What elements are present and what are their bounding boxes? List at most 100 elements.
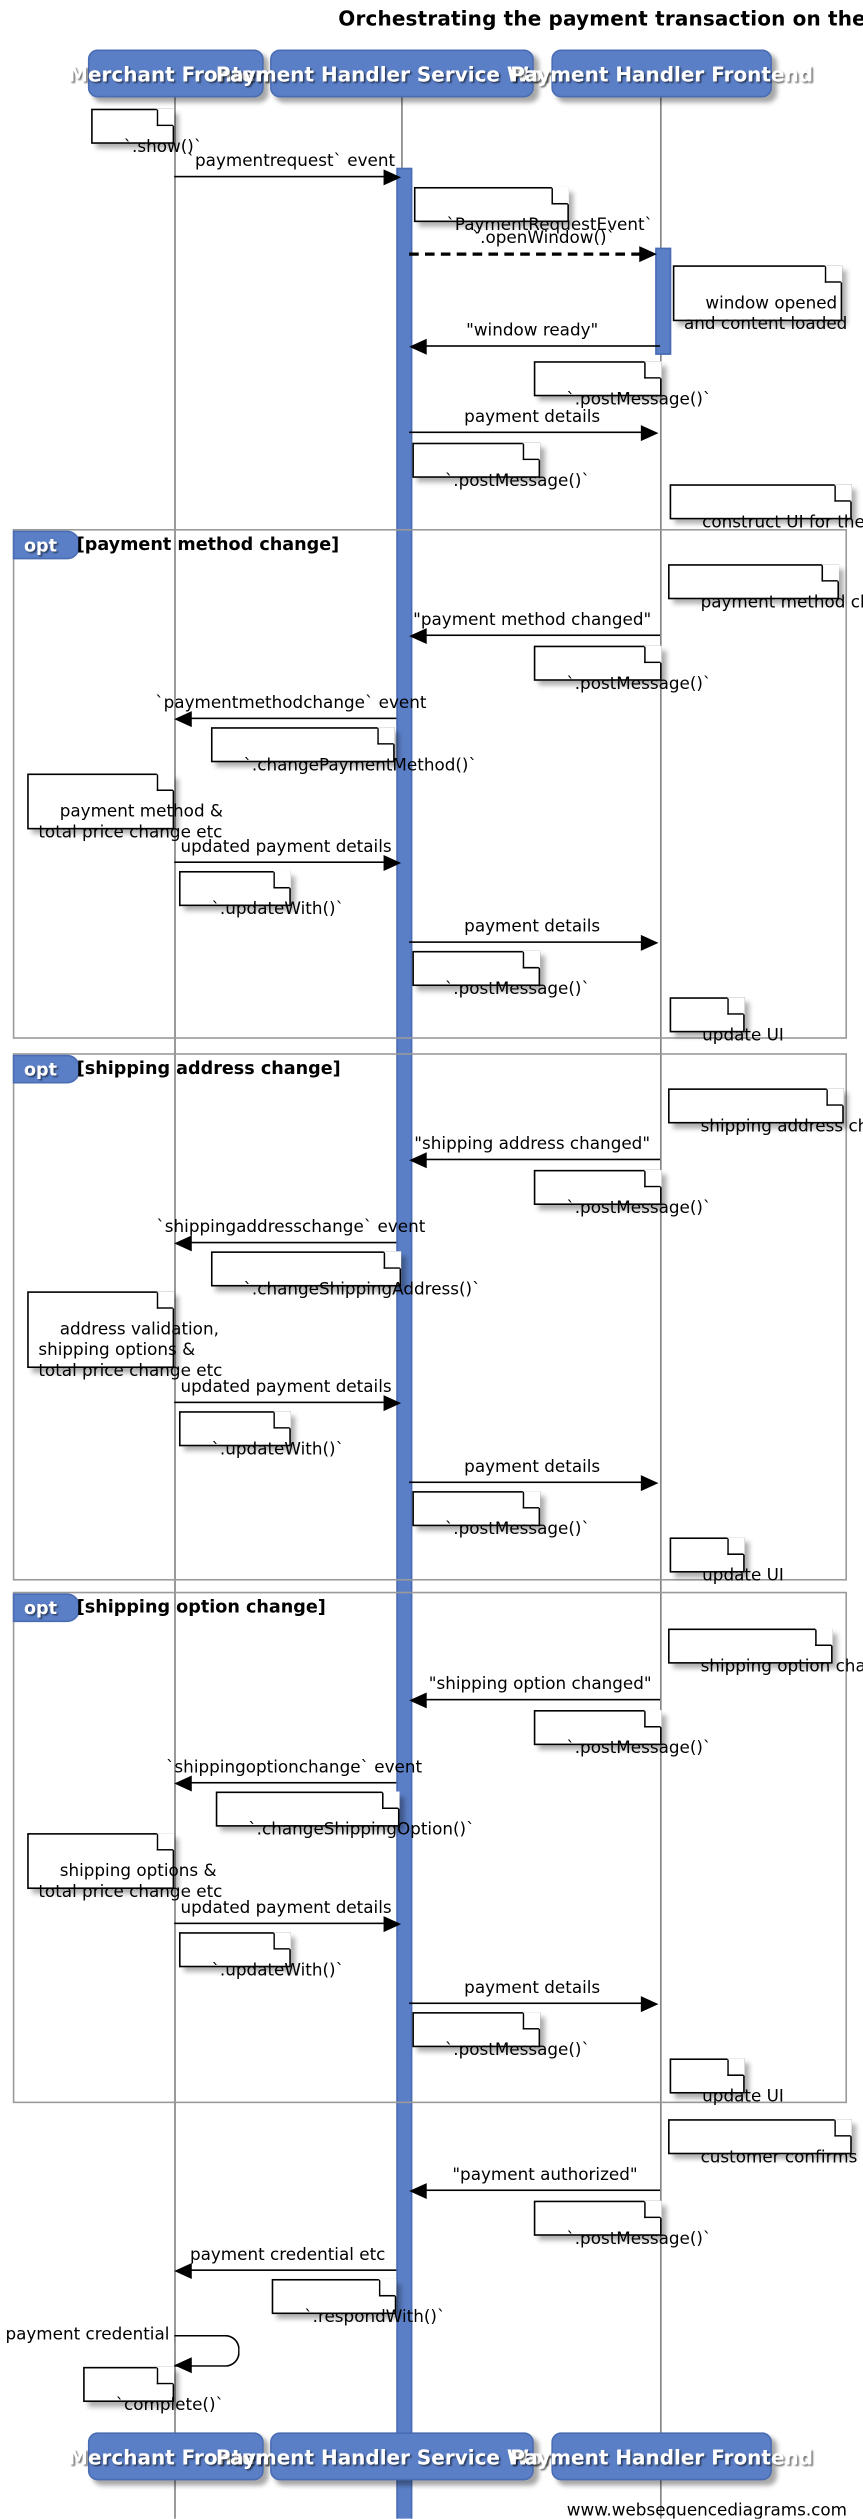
fragment-kind: opt [23,1058,58,1080]
actor-label: Payment Handler Frontend [510,2444,814,2469]
message-line-payment-details-2 [409,941,643,943]
note-update-ui-2: update UI [669,1537,784,1585]
actor-label: Payment Handler Service Worker [215,61,588,86]
actor-label: Merchant Frontend [68,2444,284,2469]
note-text: `.postMessage()` [444,979,590,999]
note-construct-ui: construct UI for the customer [669,484,863,532]
note-text: shipping options & total price change et… [38,1861,223,1902]
note-shipping-option-changed: shipping option changed [668,1628,863,1676]
note-text: `.postMessage()` [566,389,712,410]
message-label-updated-details-1: updated payment details [180,837,392,857]
note-postmessage-payment-details-1: `.postMessage()` [412,442,590,491]
activation-frontend-window [655,247,672,355]
note-respondwith: `.respondWith()` [271,2278,445,2327]
message-line-shippingaddresschange [180,1241,397,1244]
message-arrow-payment-credential [174,2262,192,2279]
note-text: update UI [702,1026,784,1046]
note-text: window opened and content loaded [684,294,848,335]
note-payment-method-changed: payment method changed [668,564,863,612]
note-text: payment method & total price change etc [38,802,224,843]
actor-header-merchant[interactable]: Merchant Frontend [68,49,283,98]
message-label-paymentmethodchange: `paymentmethodchange` event [155,693,427,713]
actor-label: Payment Handler Service Worker [215,2444,588,2469]
message-label-shippingaddresschange: `shippingaddresschange` event [156,1217,426,1237]
message-label-payment-authorized: "payment authorized" [452,2165,638,2185]
note-text: `.changePaymentMethod()` [243,755,477,776]
note-text: update UI [702,1566,784,1586]
actor-header-frontend[interactable]: Payment Handler Frontend [510,49,813,98]
message-line-updated-details-3 [174,1922,386,1925]
note-postmessage-details-4: `.postMessage()` [412,2012,590,2060]
message-arrow-payment-details-4 [640,1996,659,2013]
fragment-tab-opt-shipping-option: opt [12,1593,80,1623]
note-postmessage-window-ready: `.postMessage()` [533,361,711,409]
credit-link[interactable]: www.websequencediagrams.com [566,2501,848,2519]
note-text: address validation, shipping options & t… [38,1320,223,1381]
message-arrow-paymentrequest [383,169,402,186]
note-customer-confirms-payment: customer confirms payment [668,2119,863,2167]
fragment-opt-shipping-address [12,1053,848,1581]
message-arrow-shippingoptionchange [174,1775,192,1792]
message-line-payment-authorized [415,2189,661,2192]
fragment-tab-opt-payment-method: opt [12,530,80,560]
note-complete: `complete()` [83,2366,224,2415]
note-text: `.postMessage()` [566,674,712,694]
message-line-payment-details-1 [409,431,643,434]
diagram-title: Orchestrating the payment transaction on… [338,6,863,31]
message-label-validate-credential: validate payment credential [0,2325,170,2345]
actor-footer-service-worker[interactable]: Payment Handler Service Worker [216,2432,588,2481]
message-line-shippingoptionchange [180,1781,397,1784]
note-shipping-address-changed: shipping address changed [668,1088,863,1136]
note-text: `.show()` [123,137,203,157]
message-label-payment-details-4: payment details [464,1978,601,1998]
message-line-shipping-option-changed [415,1698,661,1701]
message-label-payment-details-1: payment details [464,407,601,427]
note-text: `.respondWith()` [304,2307,446,2327]
note-text: `complete()` [115,2395,224,2415]
lifeline-frontend [660,95,662,2519]
fragment-condition-opt-shipping-address: [shipping address change] [76,1057,341,1079]
note-postmessage-authorized: `.postMessage()` [533,2200,711,2249]
message-label-shipping-option-changed: "shipping option changed" [428,1674,652,1695]
message-arrow-shippingaddresschange [174,1235,192,1252]
message-line-window-ready [415,345,661,347]
note-text: `.updateWith()` [211,899,344,919]
message-label-openwindow: `.openWindow()` [471,228,615,248]
note-text: `.postMessage()` [566,1738,712,1758]
message-label-payment-credential: payment credential etc [189,2245,386,2265]
note-text: construct UI for the customer [702,513,863,533]
fragment-opt-payment-method [12,528,848,1039]
message-line-payment-method-changed [415,634,661,637]
message-label-window-ready: "window ready" [466,321,599,341]
message-label-updated-details-2: updated payment details [180,1377,392,1397]
fragment-kind: opt [23,1597,58,1619]
actor-label: Payment Handler Frontend [510,61,814,86]
note-changeshippingoption: `.changeShippingOption()` [215,1791,474,1839]
note-updatewith-3: `.updateWith()` [178,1932,344,1980]
note-text: `PaymentRequestEvent` [446,215,653,235]
note-postmessage-sa-changed: `.postMessage()` [533,1169,711,1218]
note-text: shipping option changed [700,1657,863,1677]
note-updatewith-2: `.updateWith()` [178,1411,344,1459]
message-line-openwindow [409,252,641,256]
message-line-updated-details-2 [174,1401,386,1404]
actor-header-service-worker[interactable]: Payment Handler Service Worker [216,49,588,98]
note-payment-method-total-price: payment method & total price change etc [27,773,223,842]
note-text: `.postMessage()` [566,2229,712,2249]
message-label-shippingoptionchange: `shippingoptionchange` event [166,1757,423,1778]
note-postmessage-details-3: `.postMessage()` [412,1491,590,1539]
message-label-shipping-address-changed: "shipping address changed" [414,1134,651,1154]
note-address-validation: address validation, shipping options & t… [27,1291,222,1381]
note-show: `.show()` [91,108,202,157]
note-text: payment method changed [700,592,863,613]
message-line-updated-details-1 [174,861,386,863]
message-line-payment-credential [180,2269,397,2271]
note-update-ui-3: update UI [669,2058,784,2106]
actor-footer-merchant[interactable]: Merchant Frontend [68,2432,283,2481]
actor-footer-frontend[interactable]: Payment Handler Frontend [510,2432,813,2481]
message-arrow-payment-details-1 [640,425,659,442]
lifeline-merchant [174,95,176,2519]
message-line-payment-details-3 [409,1481,643,1484]
message-arrow-shipping-address-changed [409,1152,427,1169]
